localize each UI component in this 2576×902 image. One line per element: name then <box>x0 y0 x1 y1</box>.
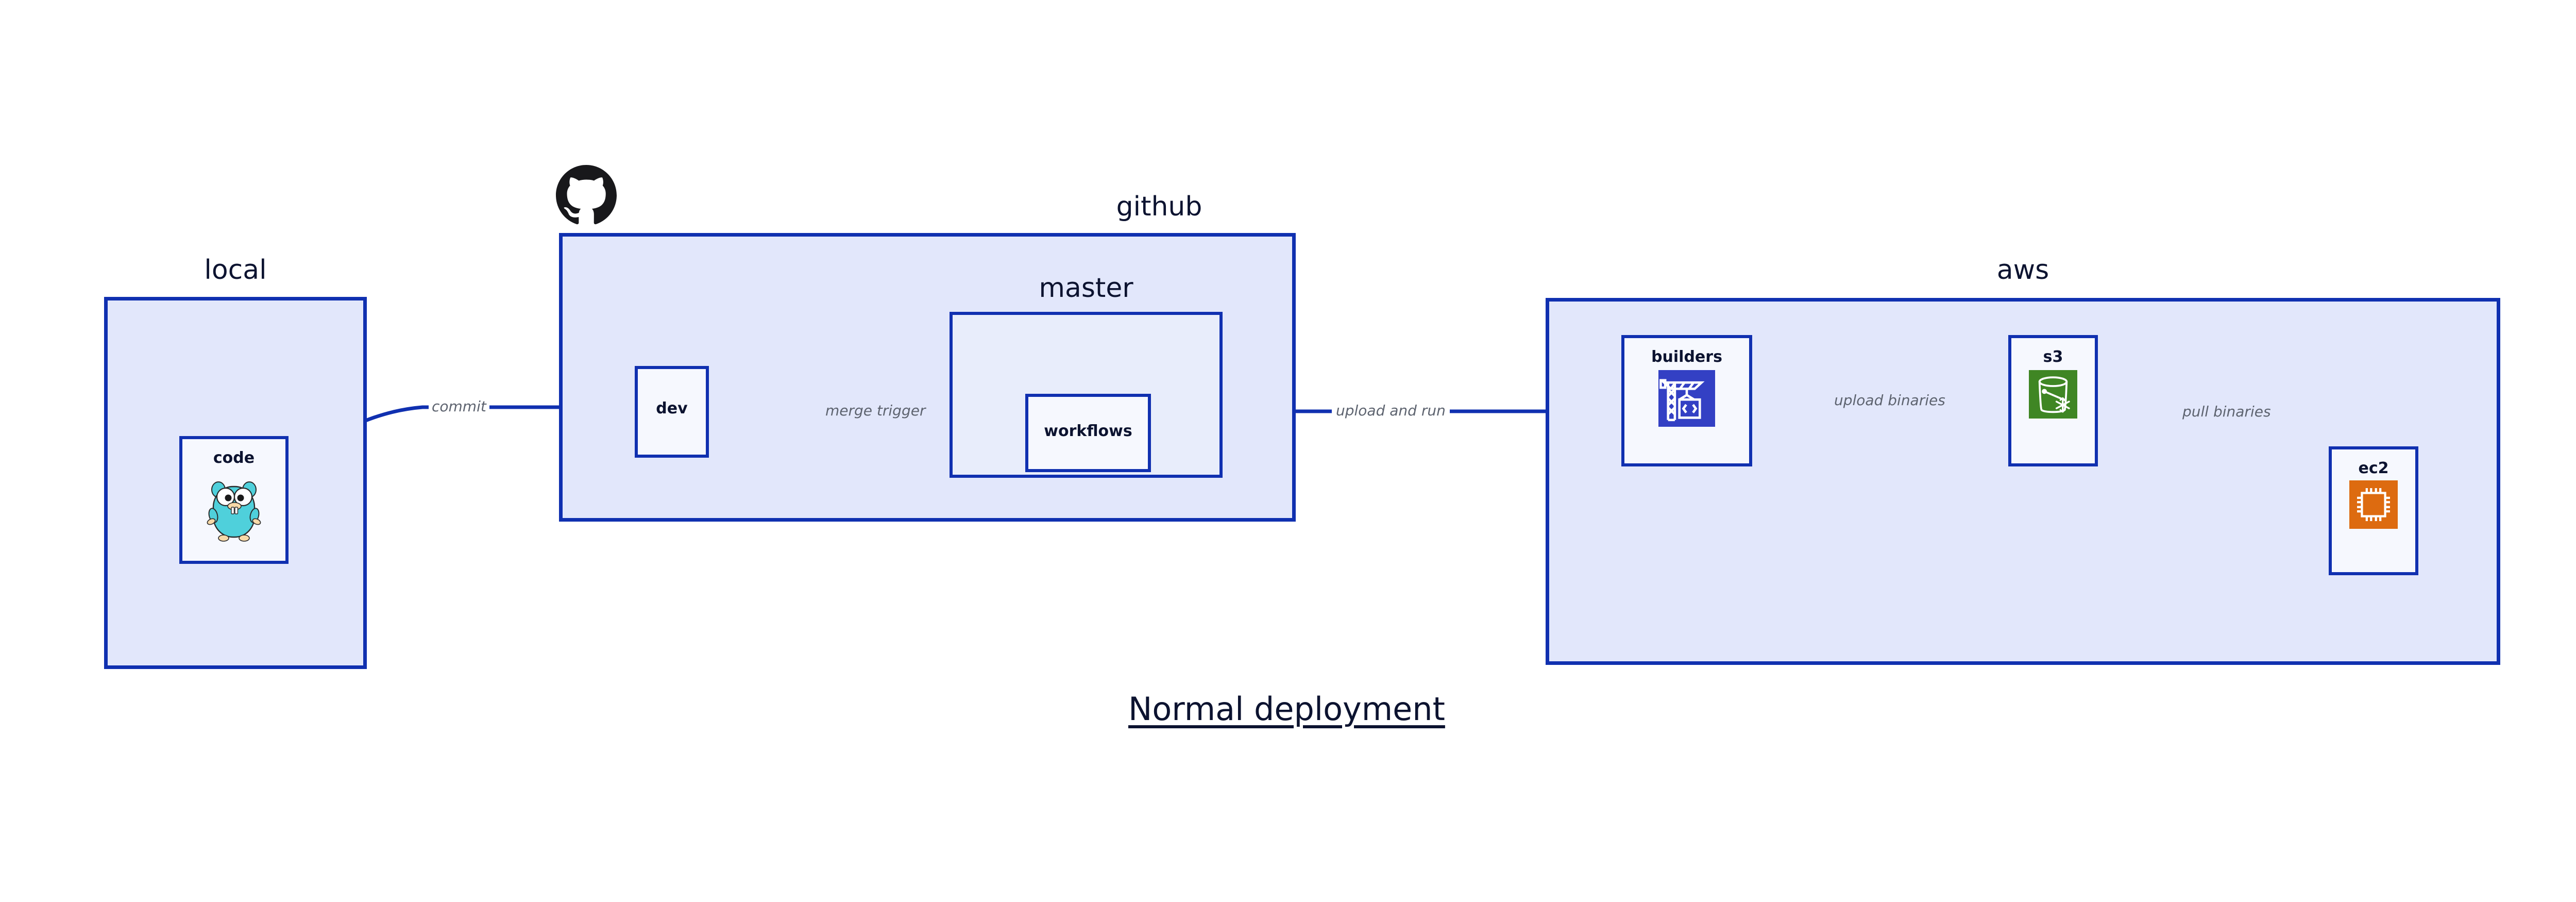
aws-ec2-chip-icon <box>2349 480 2398 529</box>
edge-label-upload-and-run: upload and run <box>1332 404 1450 418</box>
node-dev-label: dev <box>656 399 688 417</box>
group-label-aws: aws <box>1996 255 2049 286</box>
node-code-label: code <box>213 449 255 467</box>
aws-s3-bucket-icon <box>2029 370 2077 419</box>
github-octocat-logo <box>556 165 617 225</box>
edge-label-commit: commit <box>429 399 489 414</box>
edge-label-pull-binaries: pull binaries <box>2178 405 2275 419</box>
edge-label-merge-trigger: merge trigger <box>821 404 930 418</box>
edge-label-upload-binaries: upload binaries <box>1830 393 1950 408</box>
node-ec2[interactable]: ec2 <box>2329 446 2418 575</box>
node-s3[interactable]: s3 <box>2008 335 2098 466</box>
node-builders-label: builders <box>1651 348 1722 366</box>
subgroup-label-master: master <box>1039 273 1133 304</box>
node-builders[interactable]: builders <box>1621 335 1752 466</box>
group-label-local: local <box>204 255 267 286</box>
diagram-caption: Normal deployment <box>1128 690 1445 728</box>
group-label-github: github <box>1116 191 1202 222</box>
group-local <box>104 297 367 669</box>
aws-codebuild-crane-icon <box>1658 370 1715 427</box>
node-dev[interactable]: dev <box>635 366 709 458</box>
node-workflows-label: workflows <box>1044 422 1132 440</box>
node-s3-label: s3 <box>2043 348 2063 366</box>
node-code[interactable]: code <box>179 436 289 564</box>
node-workflows[interactable]: workflows <box>1025 394 1151 472</box>
node-ec2-label: ec2 <box>2358 459 2389 477</box>
go-gopher-icon <box>207 481 261 542</box>
